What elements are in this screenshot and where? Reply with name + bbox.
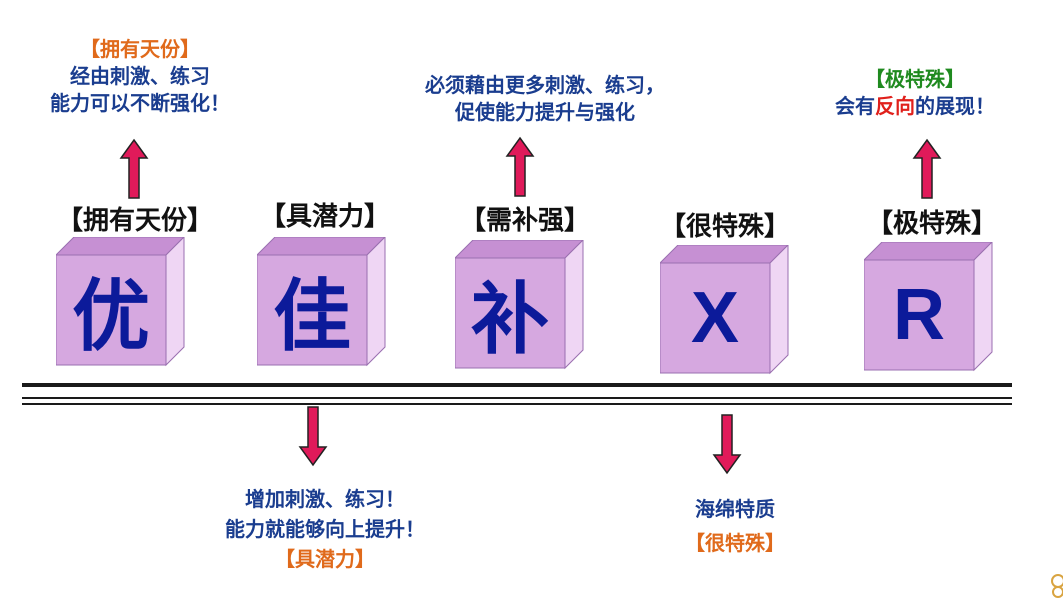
bottom-note-2: 海绵特质 【很特殊】 xyxy=(660,492,810,560)
cube-r: R xyxy=(864,242,994,372)
cube-label-1: 【拥有天份】 xyxy=(56,206,213,236)
bottom-note-1: 增加刺激、练习！ 能力就能够向上提升！ 【具潜力】 xyxy=(190,484,460,574)
cube-label-4: 【很特殊】 xyxy=(659,212,790,242)
top-note-1: 【拥有天份】 经由刺激、练习 能力可以不断强化！ xyxy=(25,36,255,117)
bottom-note-2-tag: 【很特殊】 xyxy=(685,531,785,555)
cube-label-3: 【需补强】 xyxy=(459,206,590,236)
arrow-up-icon xyxy=(505,136,535,197)
cube-glyph: 优 xyxy=(71,272,150,362)
cube-label-2: 【具潜力】 xyxy=(259,202,390,232)
cube-glyph: R xyxy=(893,275,945,355)
arrow-down-icon xyxy=(298,406,328,467)
bottom-note-2-line-1: 海绵特质 xyxy=(695,497,775,521)
bottom-note-1-line-1: 增加刺激、练习！ xyxy=(245,487,405,511)
top-note-2-line-1: 必须藉由更多刺激、练习， xyxy=(425,73,665,97)
base-line-mid xyxy=(22,397,1012,399)
top-note-1-tag: 【拥有天份】 xyxy=(80,37,200,61)
top-note-3-pre: 会有 xyxy=(835,94,875,118)
logo-icon xyxy=(1051,574,1063,598)
cube-you: 优 xyxy=(56,237,186,367)
cube-glyph: 补 xyxy=(470,275,549,365)
cube-jia: 佳 xyxy=(257,237,387,367)
arrow-up-icon xyxy=(912,138,942,199)
arrow-up-icon xyxy=(119,138,149,199)
bottom-note-1-line-2: 能力就能够向上提升！ xyxy=(225,517,425,541)
top-note-1-line-2: 能力可以不断强化！ xyxy=(50,91,230,115)
top-note-3-line: 会有反向的展现！ xyxy=(815,93,1015,120)
cube-bu: 补 xyxy=(455,240,585,370)
top-note-2-line-2: 促使能力提升与强化 xyxy=(455,100,635,124)
cube-x: X xyxy=(660,245,790,375)
arrow-down-icon xyxy=(712,414,742,475)
top-note-1-line-1: 经由刺激、练习 xyxy=(70,64,210,88)
top-note-3: 【极特殊】 会有反向的展现！ xyxy=(815,66,1015,120)
top-note-3-tag: 【极特殊】 xyxy=(865,67,965,91)
top-note-3-post: 的展现！ xyxy=(915,94,995,118)
cube-glyph: 佳 xyxy=(272,272,351,362)
cube-glyph: X xyxy=(690,278,740,358)
base-line-bottom xyxy=(22,403,1012,405)
base-line-top xyxy=(22,383,1012,387)
bottom-note-1-tag: 【具潜力】 xyxy=(275,547,375,571)
top-note-2: 必须藉由更多刺激、练习， 促使能力提升与强化 xyxy=(395,72,695,126)
cube-label-5: 【极特殊】 xyxy=(866,209,997,239)
top-note-3-emphasis: 反向 xyxy=(875,94,915,118)
